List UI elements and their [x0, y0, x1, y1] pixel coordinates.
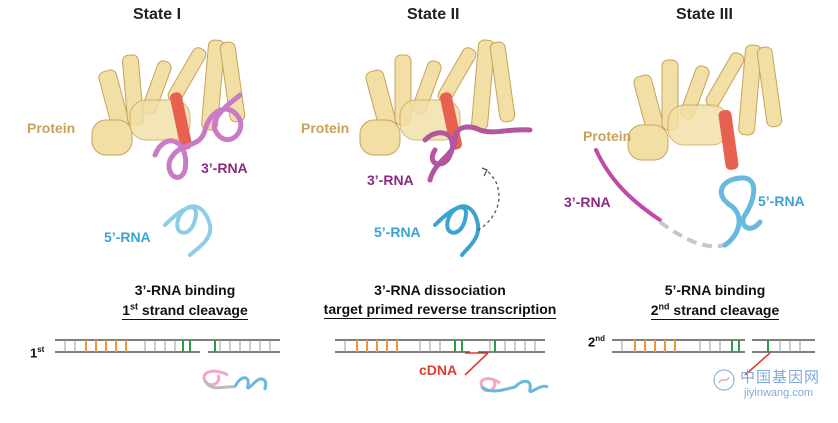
protein-cartoon-3: [627, 44, 783, 161]
state-1-structure: [91, 39, 246, 257]
state-3-dna: [612, 339, 815, 376]
state-1-strand-label: 1st: [30, 345, 45, 361]
movement-arrow: [477, 169, 500, 231]
state-2-5rna-label: 5’-RNA: [374, 224, 421, 240]
rna3-strand-2: [427, 124, 533, 183]
rna-blue: [233, 376, 268, 391]
rna-blue-2: [481, 379, 549, 393]
red-helix-3: [718, 109, 739, 170]
rna-grey: [203, 380, 236, 390]
state-2-dna: [335, 339, 549, 393]
state-3-caption-line1: 5’-RNA binding: [664, 282, 766, 298]
state-3-5rna-label: 5’-RNA: [758, 193, 805, 209]
state-1-title: State I: [133, 6, 182, 23]
cdna-tail-3: [744, 352, 771, 376]
watermark-en: jiyinwang.com: [744, 387, 814, 399]
red-helix: [170, 92, 192, 150]
rna5-strand-2: [433, 204, 481, 257]
state-2-3rna-label: 3’-RNA: [367, 172, 414, 188]
rna3-strand-3: [594, 148, 662, 222]
arrowhead: [481, 167, 488, 177]
state-3-3rna-label: 3’-RNA: [564, 194, 611, 210]
state-2-protein-label: Protein: [301, 120, 350, 136]
rna3-loop-2: [422, 130, 456, 167]
state-2-caption-line2: target primed reverse transcription: [323, 301, 557, 319]
state-1-caption-line2: 1st strand cleavage: [122, 301, 248, 320]
protein-cartoon: [91, 39, 246, 156]
protein-cartoon-2: [359, 39, 516, 156]
state-1-5rna-label: 5’-RNA: [104, 229, 151, 245]
state-2-caption-line1: 3’-RNA dissociation: [374, 282, 506, 298]
watermark-cn: 中国基因网: [740, 369, 821, 386]
state-1-caption-line1: 3’-RNA binding: [134, 282, 236, 298]
cdna-label: cDNA: [419, 362, 458, 378]
cdna-tail: [464, 352, 489, 376]
state-3-title: State III: [676, 6, 733, 23]
state-3-structure: [594, 44, 783, 249]
rna5-strand-3: [718, 175, 763, 248]
watermark-logo-icon: [712, 368, 736, 397]
state-2-title: State II: [407, 6, 460, 23]
state-3-strand-label: 2nd: [588, 334, 606, 350]
structures-svg: [91, 39, 783, 257]
linker-dashed: [658, 220, 726, 249]
dna-schematics-svg: [55, 339, 815, 393]
state-3-caption-line2: 2nd strand cleavage: [650, 301, 780, 320]
rna3-strand: [152, 92, 244, 180]
state-1-protein-label: Protein: [27, 120, 76, 136]
rna5-strand: [163, 204, 213, 257]
state-1-3rna-label: 3’-RNA: [201, 160, 248, 176]
state-2-structure: [359, 39, 533, 257]
state-3-protein-label: Protein: [583, 128, 632, 144]
state-1-dna: [55, 339, 280, 391]
